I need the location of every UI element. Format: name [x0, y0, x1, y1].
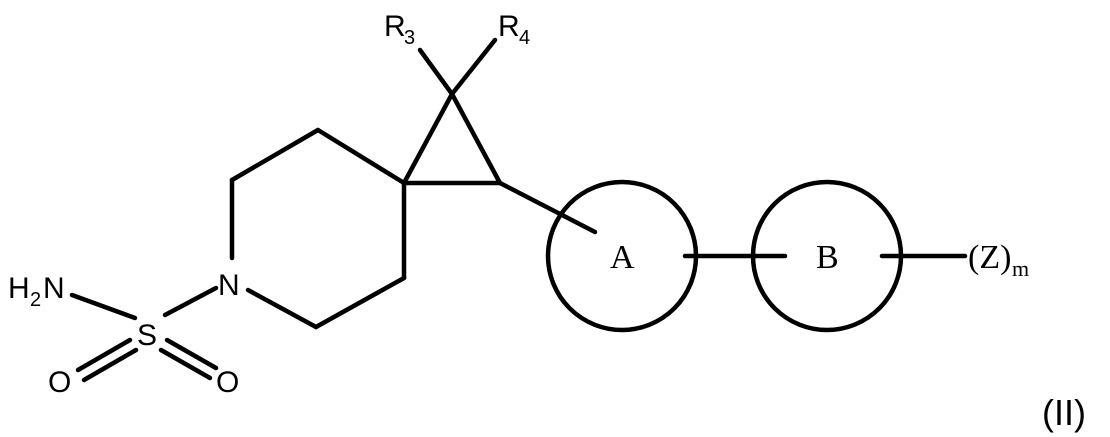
ring-a-label: A	[610, 239, 635, 276]
bond-r4	[452, 40, 495, 94]
ring-nitrogen-label: N	[218, 269, 240, 302]
cyclopropane-ring	[404, 94, 500, 183]
bond-s-o-left-a	[78, 340, 130, 370]
r3-subscript: 3	[404, 27, 415, 49]
z-group-label: (Z)	[968, 239, 1011, 276]
piperidine-ring	[232, 130, 404, 327]
bond-n-s	[165, 288, 216, 315]
bond-c1-c2	[318, 130, 404, 183]
bond-spiro-c4	[316, 278, 404, 327]
oxygen-left-label: O	[48, 366, 71, 399]
bond-s-o-left-b	[84, 350, 136, 380]
bond-c4-n	[248, 290, 316, 327]
z-subscript: m	[1012, 256, 1029, 281]
ring-b-label: B	[816, 239, 839, 276]
r4-label: R	[498, 10, 520, 43]
nh2-subscript: 2	[30, 289, 41, 311]
bond-s-o-right-b	[161, 350, 210, 378]
bond-top-right	[452, 94, 500, 183]
bond-s-nh2	[72, 295, 135, 318]
bond-c6-c1	[232, 130, 318, 180]
bond-s-o-right-a	[167, 340, 216, 368]
bond-spiro-top	[404, 94, 452, 183]
sulfur-label: S	[137, 319, 157, 352]
bond-to-ring-a	[500, 183, 595, 232]
r4-subscript: 4	[519, 27, 530, 49]
r3-label: R	[384, 10, 406, 43]
bond-r3	[420, 50, 452, 94]
nh2-h-label: H	[8, 272, 30, 305]
oxygen-right-label: O	[216, 366, 239, 399]
formula-number: (II)	[1042, 392, 1086, 433]
nh2-n-label: N	[43, 272, 65, 305]
